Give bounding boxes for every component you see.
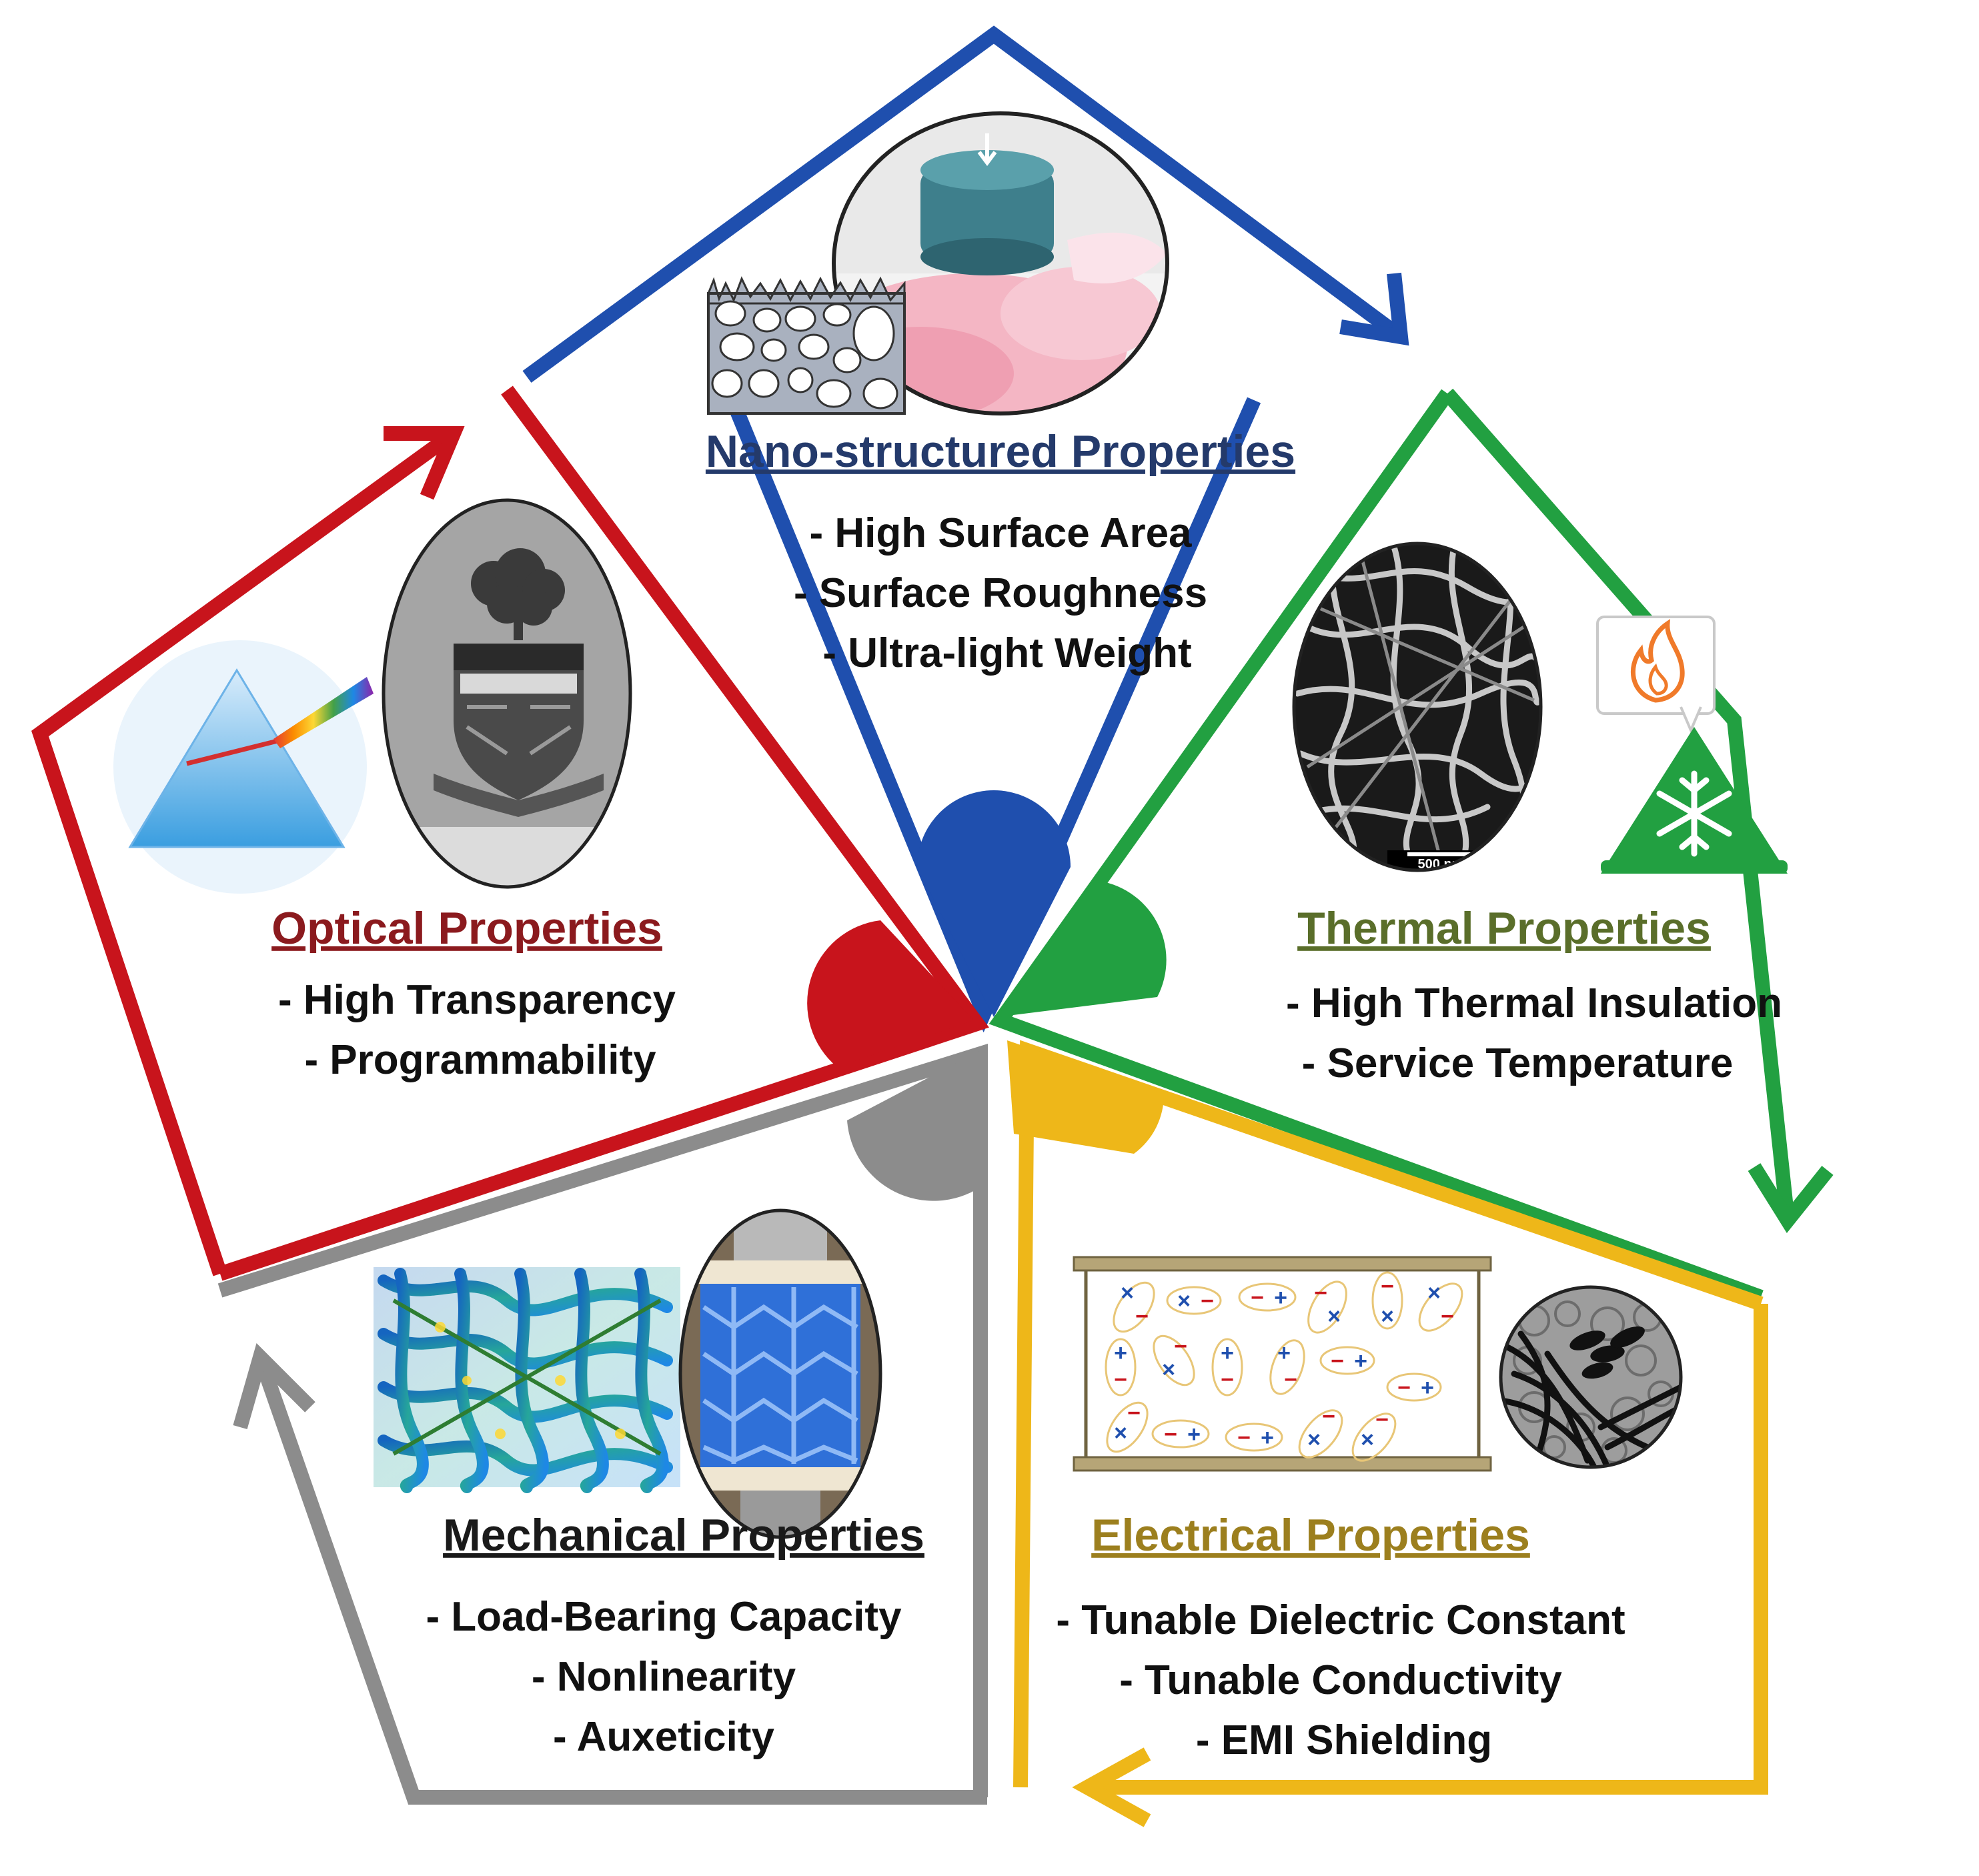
prism-icon bbox=[113, 640, 374, 894]
thermal-title: Thermal Properties bbox=[1297, 903, 1711, 954]
optical-item-transparency: - High Transparency bbox=[278, 977, 676, 1023]
porous-structure-icon bbox=[707, 276, 906, 415]
svg-text:−: − bbox=[1127, 1400, 1141, 1426]
svg-text:×: × bbox=[1307, 1427, 1321, 1453]
svg-text:−: − bbox=[1164, 1422, 1177, 1447]
optical-sector-border bbox=[217, 385, 989, 1281]
transparent-film-photo bbox=[382, 498, 632, 889]
optical-title: Optical Properties bbox=[271, 903, 662, 954]
svg-text:−: − bbox=[1174, 1334, 1187, 1359]
carbon-fiber-icon bbox=[1499, 1285, 1683, 1469]
sem-fiber-network-photo: 500 nm bbox=[1292, 542, 1543, 872]
thermal-sector-border bbox=[988, 389, 1764, 1304]
svg-text:+: + bbox=[1114, 1340, 1127, 1366]
svg-text:+: + bbox=[1261, 1425, 1274, 1451]
svg-text:−: − bbox=[1314, 1280, 1327, 1306]
svg-text:−: − bbox=[1381, 1274, 1394, 1299]
nano-title: Nano-structured Properties bbox=[706, 426, 1295, 477]
svg-text:−: − bbox=[1331, 1348, 1344, 1374]
svg-text:×: × bbox=[1427, 1280, 1441, 1306]
mechanical-arrow bbox=[233, 1343, 987, 1805]
svg-text:+: + bbox=[1277, 1340, 1291, 1366]
svg-text:×: × bbox=[1162, 1357, 1175, 1382]
svg-text:+: + bbox=[1274, 1285, 1287, 1310]
svg-text:+: + bbox=[1421, 1375, 1434, 1400]
thermal-item-insulation: - High Thermal Insulation bbox=[1286, 980, 1782, 1026]
svg-text:×: × bbox=[1121, 1280, 1134, 1306]
mechanical-item-auxeticity: - Auxeticity bbox=[553, 1714, 774, 1760]
nano-arrow bbox=[522, 25, 1409, 383]
nano-item-light-weight: - Ultra-light Weight bbox=[822, 630, 1191, 676]
svg-text:−: − bbox=[1201, 1288, 1214, 1314]
lattice-simulation-icon bbox=[374, 1267, 680, 1493]
optical-arrow bbox=[31, 426, 465, 1276]
svg-text:+: + bbox=[1187, 1422, 1201, 1447]
electrical-arrow bbox=[1072, 1304, 1768, 1827]
svg-text:−: − bbox=[1221, 1367, 1234, 1392]
svg-text:+: + bbox=[1354, 1348, 1367, 1374]
svg-text:−: − bbox=[1441, 1304, 1454, 1329]
electrical-item-dielectric: - Tunable Dielectric Constant bbox=[1056, 1597, 1625, 1643]
thermal-item-service-temp: - Service Temperature bbox=[1302, 1040, 1734, 1086]
nano-sector-border bbox=[720, 383, 1261, 1033]
svg-text:−: − bbox=[1375, 1407, 1389, 1433]
svg-text:−: − bbox=[1237, 1425, 1251, 1451]
optical-item-programmability: - Programmability bbox=[304, 1037, 656, 1083]
flame-icon bbox=[1596, 616, 1716, 734]
svg-text:×: × bbox=[1381, 1304, 1394, 1329]
nano-item-surface-area: - High Surface Area bbox=[809, 510, 1192, 556]
svg-text:−: − bbox=[1284, 1367, 1297, 1392]
svg-text:+: + bbox=[1221, 1340, 1234, 1366]
mechanical-item-load-bearing: - Load-Bearing Capacity bbox=[426, 1594, 902, 1640]
center-hub bbox=[807, 790, 1167, 1201]
svg-text:−: − bbox=[1114, 1367, 1127, 1392]
nano-item-roughness: - Surface Roughness bbox=[794, 570, 1207, 616]
svg-text:×: × bbox=[1114, 1421, 1127, 1446]
dipole-capacitor-icon: ×− ×− −+ −× −× ×− +− −× +− +− −+ ×− −+ −… bbox=[1073, 1256, 1492, 1472]
electrical-item-conductivity: - Tunable Conductivity bbox=[1119, 1657, 1562, 1703]
svg-text:−: − bbox=[1251, 1285, 1264, 1310]
svg-text:×: × bbox=[1177, 1288, 1191, 1314]
mechanical-title: Mechanical Properties bbox=[443, 1510, 924, 1561]
thermal-arrow bbox=[1441, 388, 1834, 1233]
electrical-item-emi: - EMI Shielding bbox=[1196, 1717, 1492, 1763]
snowflake-icon bbox=[1601, 727, 1788, 874]
electrical-title: Electrical Properties bbox=[1091, 1510, 1530, 1561]
svg-text:×: × bbox=[1327, 1304, 1341, 1329]
mechanical-item-nonlinearity: - Nonlinearity bbox=[532, 1654, 796, 1700]
svg-text:−: − bbox=[1322, 1404, 1335, 1429]
svg-text:−: − bbox=[1135, 1304, 1149, 1329]
svg-text:×: × bbox=[1361, 1427, 1374, 1453]
compression-test-photo bbox=[678, 1208, 882, 1539]
svg-text:−: − bbox=[1397, 1375, 1411, 1400]
